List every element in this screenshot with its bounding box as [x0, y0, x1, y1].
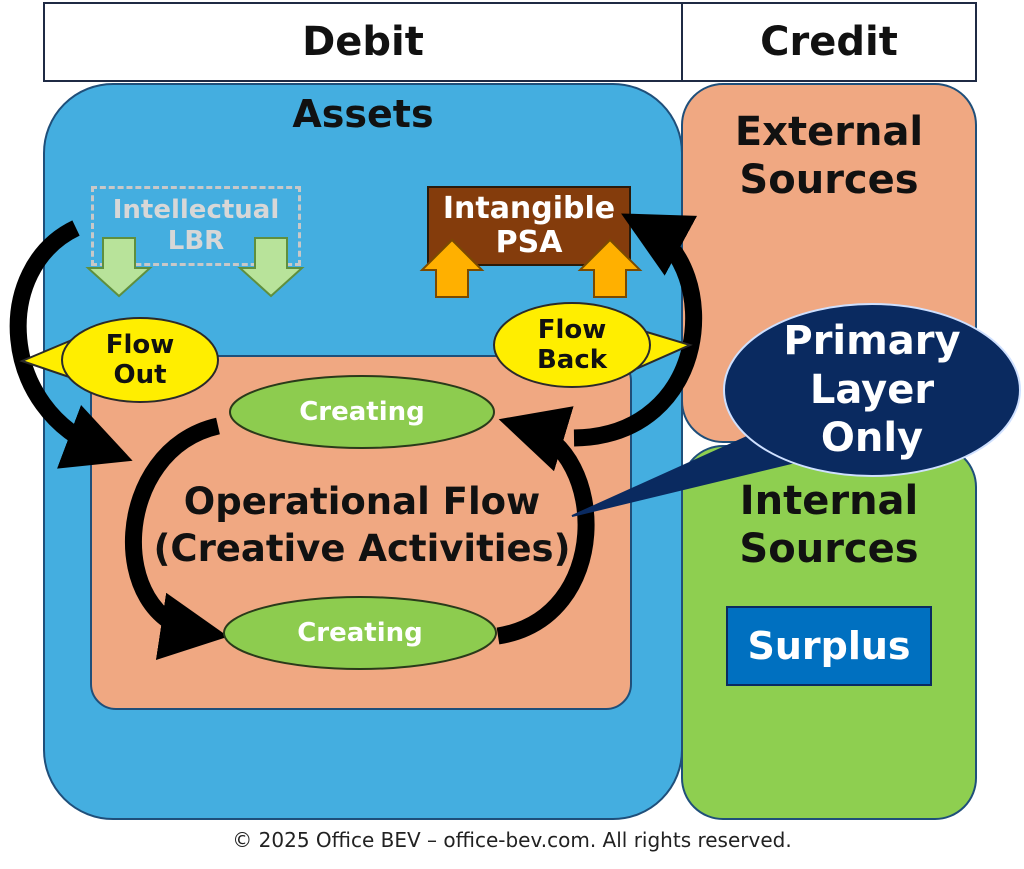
- surplus-box: Surplus: [726, 606, 932, 686]
- up-arrow-right-icon: [577, 238, 643, 298]
- flow-out-callout: [61, 317, 219, 403]
- internal-sources-title: Internal Sources: [739, 478, 919, 572]
- intellectual-lbr-box: Intellectual LBR: [91, 186, 301, 266]
- creating-bottom-ellipse: [223, 596, 497, 670]
- copyright-footer: © 2025 Office BEV – office-bev.com. All …: [232, 828, 792, 852]
- operational-flow-title: Operational Flow (Creative Activities): [153, 480, 571, 571]
- creating-top-label: Creating: [299, 397, 425, 427]
- assets-title: Assets: [292, 92, 434, 137]
- creating-top-ellipse: [229, 375, 495, 449]
- primary-layer-callout: [723, 303, 1021, 477]
- primary-layer-label: Primary Layer Only: [783, 317, 961, 462]
- flow-out-arrow-icon: [9, 220, 133, 469]
- down-arrow-left-icon: [85, 237, 153, 298]
- creating-bottom-label: Creating: [297, 618, 423, 648]
- flow-back-callout: [493, 302, 651, 388]
- external-sources-title: External Sources: [734, 109, 924, 203]
- down-arrow-right-icon: [237, 237, 305, 298]
- up-arrow-left-icon: [419, 238, 485, 298]
- debit-header-label: Debit: [302, 19, 424, 65]
- credit-header: Credit: [681, 2, 977, 82]
- flow-back-arrow-icon: [573, 213, 703, 447]
- flow-out-label: Flow Out: [105, 330, 175, 390]
- cycle-arrow-left-icon: [125, 417, 229, 660]
- flow-back-label: Flow Back: [536, 315, 608, 375]
- cycle-arrow-right-icon: [496, 406, 595, 645]
- credit-header-label: Credit: [760, 19, 898, 65]
- debit-header: Debit: [43, 2, 683, 82]
